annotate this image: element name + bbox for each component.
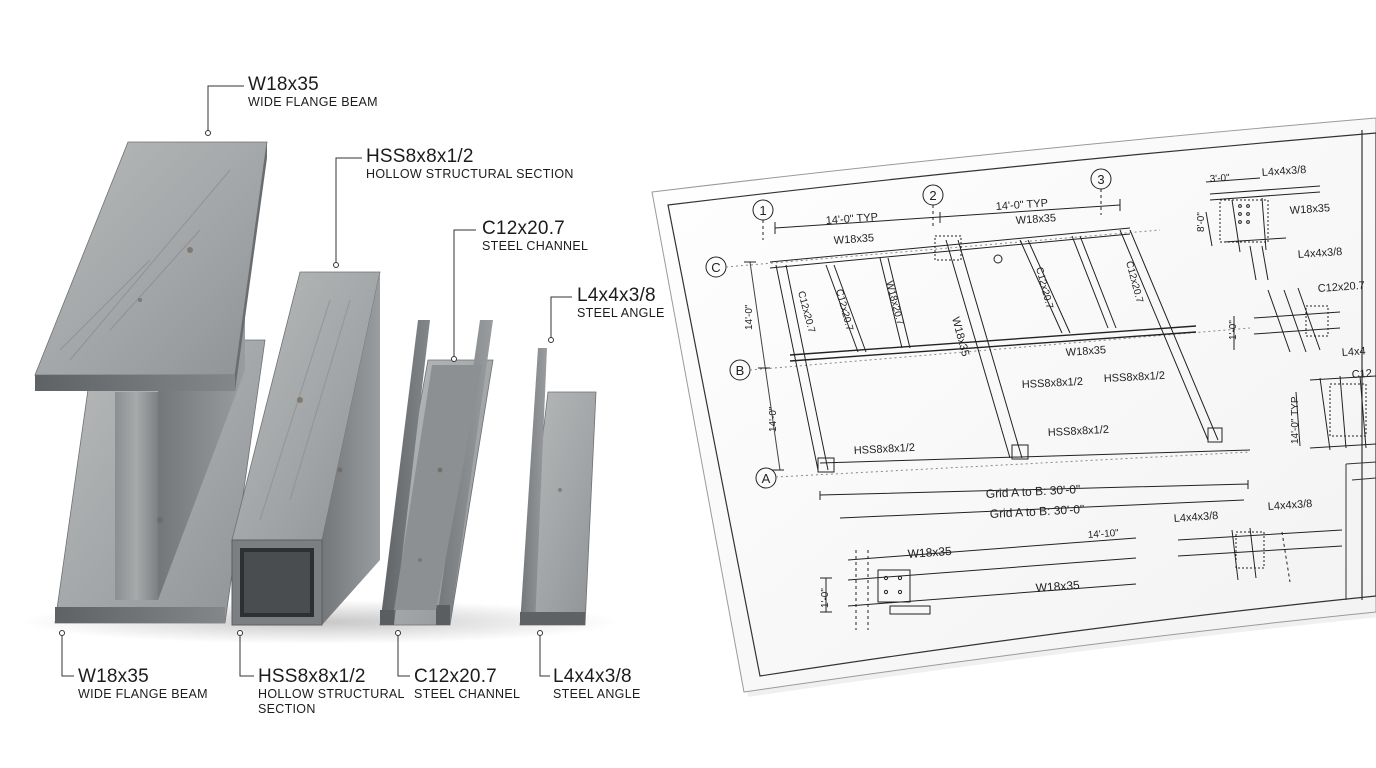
svg-text:Grid A to B: 30'-0": Grid A to B: 30'-0" bbox=[985, 482, 1080, 501]
grid-bubble-label: B bbox=[736, 363, 745, 378]
framing-plan bbox=[705, 168, 1376, 630]
label-bottom-hss: HSS8x8x1/2 HOLLOW STRUCTURAL SECTION bbox=[258, 666, 405, 717]
profile-code: C12x20.7 bbox=[482, 218, 565, 239]
profile-code: W18x35 bbox=[78, 666, 149, 687]
profile-code: HSS8x8x1/2 bbox=[258, 666, 366, 687]
svg-text:HSS8x8x1/2: HSS8x8x1/2 bbox=[1104, 370, 1166, 385]
svg-text:W18x35: W18x35 bbox=[1035, 578, 1080, 595]
label-bottom-angle: L4x4x3/8 STEEL ANGLE bbox=[553, 666, 641, 702]
profile-code: W18x35 bbox=[248, 74, 319, 95]
grid-bubble-label: A bbox=[762, 471, 771, 486]
svg-text:L4x4x3/8: L4x4x3/8 bbox=[1261, 164, 1306, 179]
svg-text:HSS8x8x1/2: HSS8x8x1/2 bbox=[854, 442, 916, 457]
profile-desc: STEEL ANGLE bbox=[553, 687, 641, 701]
svg-text:Grid A to B: 30'-0": Grid A to B: 30'-0" bbox=[989, 502, 1084, 521]
label-top-hss: HSS8x8x1/2 HOLLOW STRUCTURAL SECTION bbox=[366, 146, 574, 182]
profile-code: HSS8x8x1/2 bbox=[366, 146, 474, 167]
svg-text:L4x4: L4x4 bbox=[1341, 345, 1366, 359]
grid-bubble-label: 2 bbox=[929, 188, 936, 203]
profile-desc: WIDE FLANGE BEAM bbox=[248, 95, 378, 109]
profile-desc: HOLLOW STRUCTURAL bbox=[258, 687, 405, 701]
svg-text:1'-0": 1'-0" bbox=[1228, 320, 1239, 340]
label-bottom-wide-flange: W18x35 WIDE FLANGE BEAM bbox=[78, 666, 208, 702]
label-top-angle: L4x4x3/8 STEEL ANGLE bbox=[577, 285, 665, 321]
steel-profiles-illustration bbox=[20, 141, 620, 644]
svg-text:W18x35: W18x35 bbox=[1015, 212, 1056, 227]
svg-text:C12: C12 bbox=[1351, 368, 1372, 381]
svg-text:L4x4x3/8: L4x4x3/8 bbox=[1297, 246, 1342, 261]
label-bottom-channel: C12x20.7 STEEL CHANNEL bbox=[414, 666, 520, 702]
profile-code: C12x20.7 bbox=[414, 666, 497, 687]
channel-illustration bbox=[379, 320, 494, 626]
label-top-wide-flange: W18x35 WIDE FLANGE BEAM bbox=[248, 74, 378, 110]
profile-code: L4x4x3/8 bbox=[553, 666, 632, 687]
profile-desc-line2: SECTION bbox=[258, 702, 316, 716]
svg-text:W18x35: W18x35 bbox=[1289, 202, 1330, 217]
svg-text:3'-0": 3'-0" bbox=[1209, 173, 1230, 185]
profile-desc: STEEL CHANNEL bbox=[414, 687, 521, 701]
svg-text:14'-0" TYP: 14'-0" TYP bbox=[995, 197, 1048, 213]
blueprint-sheet bbox=[651, 117, 1376, 697]
svg-text:14'-0": 14'-0" bbox=[768, 406, 779, 432]
svg-text:L4x4x3/8: L4x4x3/8 bbox=[1173, 510, 1218, 525]
svg-text:W18x35: W18x35 bbox=[1065, 344, 1106, 359]
grid-bubble-label: 1 bbox=[759, 203, 766, 218]
svg-text:HSS8x8x1/2: HSS8x8x1/2 bbox=[1048, 424, 1110, 439]
profile-desc: HOLLOW STRUCTURAL SECTION bbox=[366, 167, 574, 181]
grid-bubble-label: 3 bbox=[1097, 172, 1104, 187]
svg-text:1'-0": 1'-0" bbox=[820, 588, 831, 608]
hss-tube-illustration bbox=[231, 271, 381, 626]
svg-text:L4x4x3/8: L4x4x3/8 bbox=[1267, 498, 1312, 513]
svg-text:W18x35: W18x35 bbox=[833, 232, 874, 247]
profile-desc: WIDE FLANGE BEAM bbox=[78, 687, 208, 701]
svg-text:C12x20.7: C12x20.7 bbox=[1317, 280, 1365, 295]
svg-text:14'-0": 14'-0" bbox=[744, 304, 755, 330]
svg-text:14'-0" TYP: 14'-0" TYP bbox=[1290, 396, 1301, 444]
profile-desc: STEEL ANGLE bbox=[577, 306, 665, 320]
label-leaders bbox=[59, 85, 572, 677]
grid-bubble-label: C bbox=[711, 260, 720, 275]
svg-text:HSS8x8x1/2: HSS8x8x1/2 bbox=[1022, 376, 1084, 391]
label-top-channel: C12x20.7 STEEL CHANNEL bbox=[482, 218, 588, 254]
wide-flange-beam-illustration bbox=[34, 141, 268, 624]
svg-text:14'-0" TYP: 14'-0" TYP bbox=[825, 211, 878, 227]
angle-illustration bbox=[519, 348, 597, 626]
svg-text:14'-10": 14'-10" bbox=[1087, 528, 1119, 541]
svg-text:W18x35: W18x35 bbox=[907, 544, 952, 561]
svg-text:8'-0": 8'-0" bbox=[1196, 212, 1207, 232]
profile-desc: STEEL CHANNEL bbox=[482, 239, 589, 253]
profile-code: L4x4x3/8 bbox=[577, 285, 656, 306]
